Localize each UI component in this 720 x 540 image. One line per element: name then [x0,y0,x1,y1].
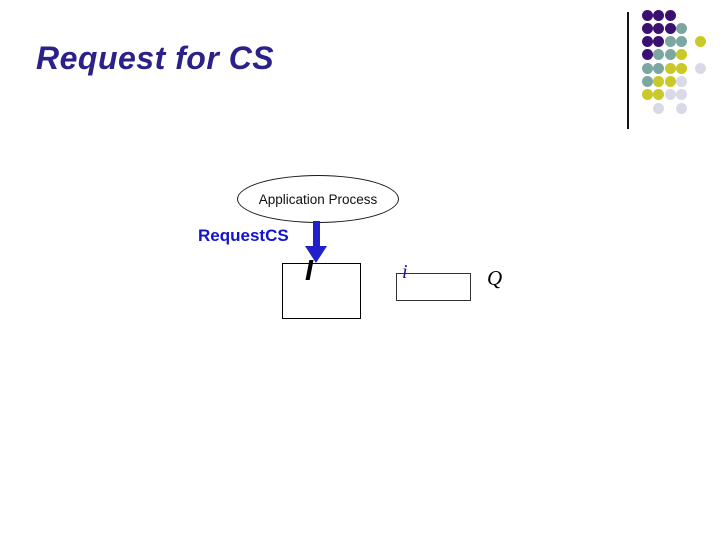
decor-dot [676,49,687,61]
decor-dot [694,36,706,48]
decor-dot [676,89,687,101]
decor-vertical-line [627,12,629,129]
decor-dot [694,62,706,74]
decor-dot [676,36,687,48]
decor-dot [664,76,676,87]
decor-dot [653,49,664,61]
decor-dot [641,76,653,87]
decor-dot [653,76,664,87]
decor-dot [641,36,653,48]
decor-dot [641,62,653,74]
application-process-node: Application Process [237,175,399,223]
queue-box [396,273,471,301]
decor-dot [641,22,653,34]
decor-dot [676,76,687,87]
process-box-label: I [305,255,314,287]
process-box [282,263,361,319]
decor-dot [641,49,653,61]
decor-dot [653,9,664,21]
decor-dot [653,22,664,34]
queue-item-label: Q [487,266,503,290]
queue-box-label: i [402,261,408,283]
decor-dot [653,102,664,114]
decor-dot [676,62,687,74]
decor-dot [676,22,687,34]
decor-dot [653,62,664,74]
requestcs-label: RequestCS [198,226,289,245]
decor-dot [641,89,653,101]
decor-dot [664,62,676,74]
decor-dot [664,22,676,34]
decor-dot [676,102,687,114]
decor-dot [664,36,676,48]
decor-dot [664,49,676,61]
decor-dot [664,9,676,21]
decor-dot [664,89,676,101]
down-arrow-icon [305,221,327,263]
decor-dot [641,9,653,21]
slide-title: Request for CS [36,40,275,76]
decor-dot [653,89,664,101]
decor-dot [653,36,664,48]
application-process-label: Application Process [258,191,378,207]
